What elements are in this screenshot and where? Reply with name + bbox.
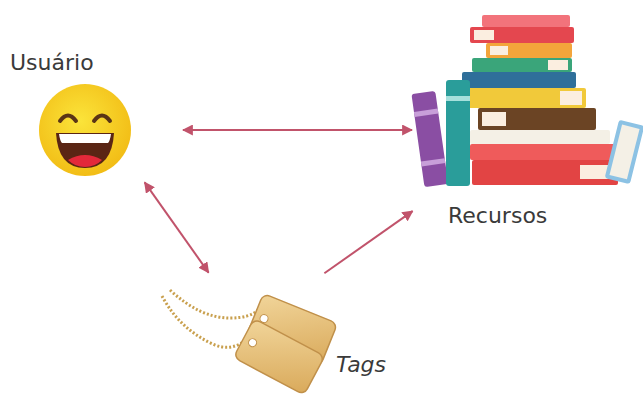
node-label: Tags xyxy=(336,352,386,378)
node-label: Usuário xyxy=(10,50,94,76)
smiley-face xyxy=(39,84,131,176)
diagram-node: Tags xyxy=(160,275,335,380)
tag-illustration xyxy=(162,290,338,395)
connector-arrow xyxy=(145,182,209,272)
diagram-node: Usuário xyxy=(35,80,180,180)
book-stack xyxy=(411,15,643,187)
connector-arrow xyxy=(324,211,412,273)
diagram-node: Recursos xyxy=(415,45,640,215)
connector-arrow xyxy=(183,129,412,131)
node-label: Recursos xyxy=(448,203,547,229)
